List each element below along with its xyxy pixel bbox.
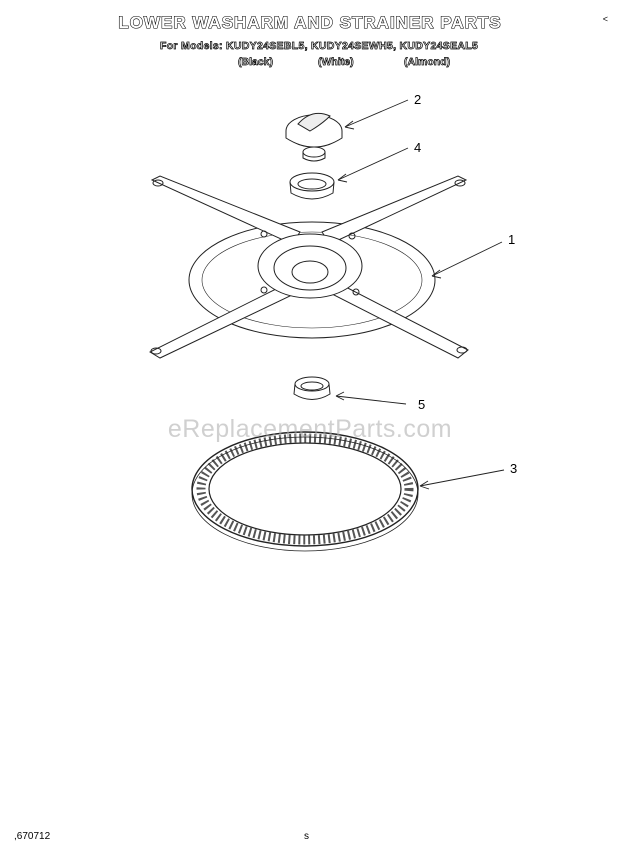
callout-4: 4 [414,140,421,155]
watermark: eReplacementParts.com [167,415,453,443]
callout-1: 1 [508,232,515,247]
color-black-label: (Black) [238,56,274,69]
part-5-seal-ring [293,376,331,400]
page-title: LOWER WASHARM AND STRAINER PARTS [118,12,502,32]
footer-code: ,670712 [14,831,51,842]
corner-mark: < [602,14,608,24]
callout-2: 2 [414,92,421,107]
models-line: For Models: KUDY24SEBL5, KUDY24SEWH5, KU… [160,40,479,53]
part-2-hub-cap [285,112,343,162]
callout-leaders [335,99,505,490]
callout-3: 3 [510,461,517,476]
part-3-strainer-ring [191,431,419,552]
color-almond-label: (Almond) [404,56,451,69]
callout-5: 5 [418,397,425,412]
part-4-bearing-ring [289,172,335,200]
part-1-lower-washarm [148,175,469,359]
color-white-label: (White) [318,56,354,69]
footer-page: s [304,831,309,842]
